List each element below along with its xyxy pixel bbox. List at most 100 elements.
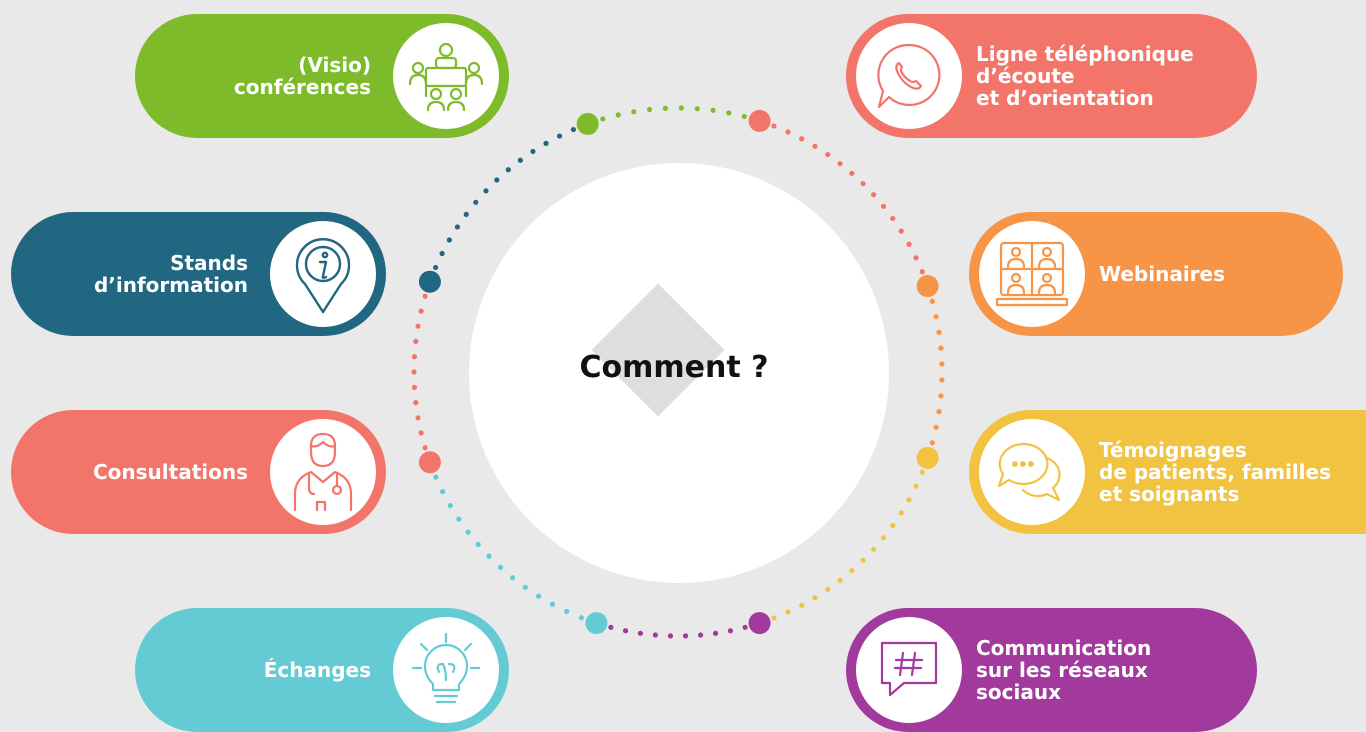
ring-dot: [860, 181, 866, 187]
ring-dot: [825, 151, 831, 158]
ring-dot: [415, 323, 421, 329]
ring-dot: [463, 211, 469, 217]
ring-dot: [938, 345, 944, 351]
ring-dot: [517, 157, 523, 163]
ring-dot: [812, 595, 818, 601]
ring-node-communication: [748, 612, 771, 635]
ring-dot: [652, 632, 659, 638]
ring-dot: [933, 314, 939, 320]
ring-node-ligne: [748, 109, 771, 132]
ring-dot: [682, 633, 689, 639]
ring-dot: [913, 483, 919, 489]
consultations-label: Consultations: [92, 460, 248, 484]
pill-stands-information: Stands d’information: [11, 212, 386, 336]
pill-webinaires: Webinaires: [969, 212, 1343, 336]
ring-dot: [667, 633, 674, 639]
ring-dot: [825, 586, 831, 593]
ring-dot: [570, 126, 577, 133]
ring-dot: [860, 557, 866, 563]
ring-dot: [936, 329, 942, 335]
ring-dot: [906, 497, 912, 503]
webinaires-label: Webinaires: [1099, 262, 1226, 286]
ring-dot: [936, 409, 942, 415]
ring-dot: [837, 577, 843, 583]
ring-dot: [456, 516, 462, 522]
hashtag-bubble-icon: [856, 617, 962, 723]
ring-dot: [454, 224, 461, 230]
info-pin-icon: [270, 221, 376, 327]
ring-dot: [422, 293, 428, 299]
lightbulb-icon: [393, 617, 499, 723]
communication-label: Communication sur les réseaux sociaux: [976, 636, 1152, 704]
ring-dot: [929, 298, 935, 304]
ring-node-consultations: [418, 451, 441, 474]
ring-dot: [726, 110, 732, 116]
ring-dot: [447, 502, 453, 509]
ring-dot: [413, 338, 419, 344]
ring-dot: [497, 564, 504, 570]
meeting-table-icon: [393, 23, 499, 129]
visio-label: (Visio) conférences: [233, 53, 371, 99]
ring-dot: [799, 602, 805, 608]
pill-communication: Communication sur les réseaux sociaux: [846, 608, 1257, 732]
ring-dot: [439, 250, 445, 257]
center-title: Comment ?: [579, 350, 769, 385]
ring-dot: [871, 192, 877, 198]
ring-dot: [530, 148, 536, 155]
ring-dot: [432, 264, 439, 271]
ring-dot: [799, 136, 805, 142]
ring-dot: [812, 143, 818, 149]
ring-dot: [418, 430, 424, 436]
ring-dot: [543, 140, 549, 146]
ring-dot: [646, 106, 653, 113]
ring-node-temoignages: [916, 446, 939, 469]
ring-dot: [556, 133, 563, 139]
chat-bubbles-icon: [979, 419, 1085, 525]
ring-dot: [939, 361, 945, 367]
ring-dot: [600, 116, 606, 122]
ring-dot: [483, 188, 489, 194]
pill-ligne-telephonique: Ligne téléphonique d’écoute et d’orienta…: [846, 14, 1257, 138]
ring-dot: [919, 469, 925, 475]
ring-dot: [890, 522, 896, 529]
ring-dot: [415, 415, 421, 421]
ring-dot: [615, 112, 621, 118]
ring-dot: [849, 568, 855, 574]
ring-dot: [880, 203, 887, 209]
ring-dot: [662, 105, 669, 111]
ring-dot: [631, 109, 637, 115]
ring-dot: [411, 354, 418, 360]
ring-dot: [710, 107, 716, 113]
ring-dot: [465, 529, 471, 535]
ring-dot: [411, 384, 418, 390]
ring-dot: [880, 535, 887, 541]
pill-echanges: Échanges: [135, 608, 509, 732]
ring-dot: [637, 630, 644, 636]
ring-dot: [473, 199, 479, 205]
ring-dot: [938, 393, 944, 399]
ring-dot: [422, 445, 428, 451]
stands-label: Stands d’information: [93, 251, 248, 297]
ring-dot: [712, 630, 719, 636]
ring-dot: [785, 609, 791, 615]
ring-dot: [849, 170, 855, 176]
ring-dot: [933, 424, 939, 430]
ring-dot: [771, 615, 777, 621]
ligne-label: Ligne téléphonique d’écoute et d’orienta…: [976, 42, 1194, 110]
ring-dot: [913, 255, 919, 261]
ring-dot: [871, 546, 877, 552]
ring-dot: [578, 615, 584, 621]
doctor-icon: [270, 419, 376, 525]
ring-dot: [413, 400, 419, 406]
ring-dot: [486, 553, 492, 559]
ring-dot: [475, 541, 481, 548]
ring-dot: [741, 113, 747, 120]
ring-dot: [898, 228, 904, 234]
ring-dot: [898, 510, 904, 516]
ring-dot: [837, 161, 843, 167]
phone-bubble-icon: [856, 23, 962, 129]
ring-dot: [440, 488, 446, 495]
ring-dot: [890, 215, 896, 222]
ring-dot: [418, 308, 424, 314]
ring-dot: [505, 167, 511, 173]
